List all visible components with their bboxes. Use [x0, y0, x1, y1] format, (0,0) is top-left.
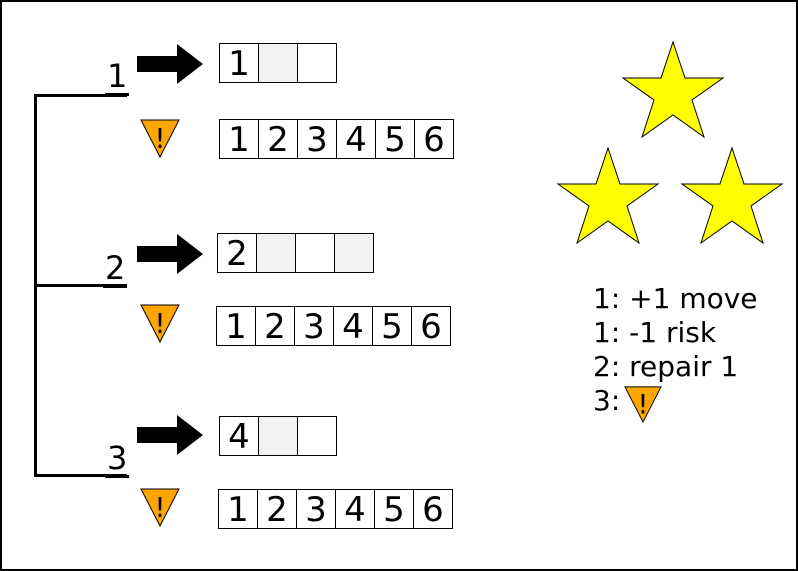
svg-text:!: ! [154, 122, 165, 155]
risk-track-cell: 6 [413, 489, 453, 530]
row-2-move-track: 2 [217, 233, 374, 274]
star-icon [556, 146, 660, 245]
right-arrow-icon [137, 44, 203, 84]
risk-track-cell: 3 [294, 306, 334, 347]
move-track-cell [334, 233, 374, 273]
right-arrow-icon [137, 415, 203, 455]
risk-track-cell: 1 [218, 489, 258, 530]
warning-triangle-icon: ! [140, 304, 180, 343]
risk-track-cell: 6 [414, 119, 454, 160]
warning-triangle-icon: ! [140, 119, 180, 158]
legend-item-label: 3: [593, 384, 621, 417]
legend-item-warning: 3: ! [593, 384, 758, 424]
warning-triangle-icon: ! [140, 488, 180, 527]
row-3-move-track: 4 [219, 416, 337, 457]
row-3-number: 3 [107, 439, 128, 477]
risk-track-cell: 1 [216, 306, 256, 347]
risk-track-cell: 2 [258, 119, 298, 160]
move-track-cell [295, 233, 335, 273]
row-number-underline [105, 93, 129, 96]
row-2-number: 2 [105, 249, 126, 287]
move-track-cell: 1 [219, 43, 259, 84]
bracket-top-line [34, 94, 127, 97]
star-icon [621, 40, 725, 139]
move-track-cell: 4 [219, 416, 259, 457]
row-1-number: 1 [107, 57, 128, 95]
legend: 1: +1 move 1: -1 risk 2: repair 1 3: ! [593, 282, 758, 424]
risk-track-cell: 4 [336, 119, 376, 160]
risk-track-cell: 5 [374, 489, 414, 530]
move-track-cell [256, 233, 296, 273]
warning-triangle-icon: ! [624, 386, 663, 424]
risk-track-cell: 6 [411, 306, 451, 347]
risk-track-cell: 2 [257, 489, 297, 530]
bracket-middle-line [34, 284, 127, 287]
risk-track-cell: 1 [219, 119, 259, 160]
row-1-move-track: 1 [219, 43, 337, 84]
risk-track-cell: 4 [333, 306, 373, 347]
svg-text:!: ! [154, 307, 165, 340]
star-icon [680, 146, 784, 245]
risk-track-cell: 3 [297, 119, 337, 160]
svg-text:!: ! [638, 390, 649, 421]
move-track-cell [258, 416, 298, 456]
move-track-cell [297, 43, 337, 83]
risk-track-cell: 5 [375, 119, 415, 160]
right-arrow-icon [137, 234, 203, 274]
risk-track-cell: 4 [335, 489, 375, 530]
bracket-bottom-line [34, 474, 127, 477]
row-number-underline [103, 285, 127, 288]
svg-text:!: ! [154, 491, 165, 524]
legend-item: 1: -1 risk [593, 316, 717, 349]
risk-track-cell: 2 [255, 306, 295, 347]
move-track-cell [258, 43, 298, 83]
risk-track-cell: 3 [296, 489, 336, 530]
row-number-underline [105, 475, 129, 478]
move-track-cell [297, 416, 337, 456]
legend-item: 1: +1 move [593, 282, 758, 315]
risk-track-cell: 5 [372, 306, 412, 347]
move-track-cell: 2 [217, 233, 257, 274]
legend-item: 2: repair 1 [593, 350, 739, 383]
